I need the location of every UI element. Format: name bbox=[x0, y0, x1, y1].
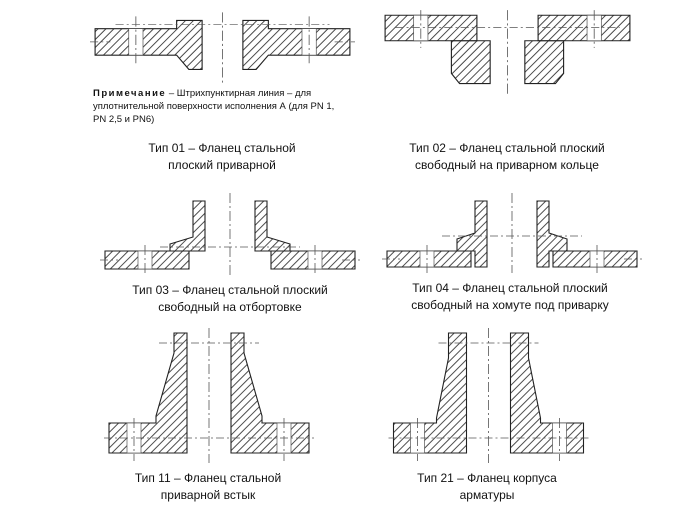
figure-caption-type04: Тип 04 – Фланец стальной плоский свободн… bbox=[411, 281, 609, 312]
note-text: Примечание – Штрихпунктирная линия – для… bbox=[93, 88, 347, 126]
centerlines bbox=[388, 328, 589, 463]
centerlines bbox=[100, 193, 360, 278]
figure-caption-type21: Тип 21 – Фланец корпуса арматуры bbox=[417, 471, 557, 502]
flange-drawing-type04-section bbox=[382, 193, 642, 273]
figure-type11 bbox=[104, 328, 314, 468]
flange-drawing-type21-section bbox=[388, 328, 589, 463]
figure-type02 bbox=[380, 10, 635, 102]
figure-caption-type11: Тип 11 – Фланец стальной приварной встык bbox=[134, 471, 282, 502]
flange-drawing-type03-section bbox=[100, 193, 360, 278]
hatched-flange-body bbox=[94, 19, 351, 70]
figure-type03 bbox=[100, 193, 360, 283]
figure-type01 bbox=[90, 12, 355, 89]
centerlines bbox=[104, 328, 314, 463]
note-label: Примечание bbox=[93, 88, 167, 99]
note-body: – Штрихпунктирная линия – для уплотнител… bbox=[93, 88, 335, 125]
centerlines bbox=[395, 10, 620, 97]
centerlines bbox=[382, 193, 642, 273]
centerlines bbox=[90, 12, 355, 84]
flange-drawing-type02-section bbox=[384, 10, 631, 97]
figure-caption-type01: Тип 01 – Фланец стальной плоский приварн… bbox=[148, 141, 296, 172]
flange-drawing-type11-section bbox=[104, 328, 314, 463]
figure-caption-type02: Тип 02 – Фланец стальной плоский свободн… bbox=[409, 141, 605, 172]
flange-drawing-type01-section bbox=[90, 12, 355, 84]
figure-caption-type03: Тип 03 – Фланец стальной плоский свободн… bbox=[132, 283, 328, 314]
hatched-flange-body bbox=[384, 14, 631, 85]
figure-type21 bbox=[386, 328, 591, 468]
figure-type04 bbox=[382, 193, 642, 278]
